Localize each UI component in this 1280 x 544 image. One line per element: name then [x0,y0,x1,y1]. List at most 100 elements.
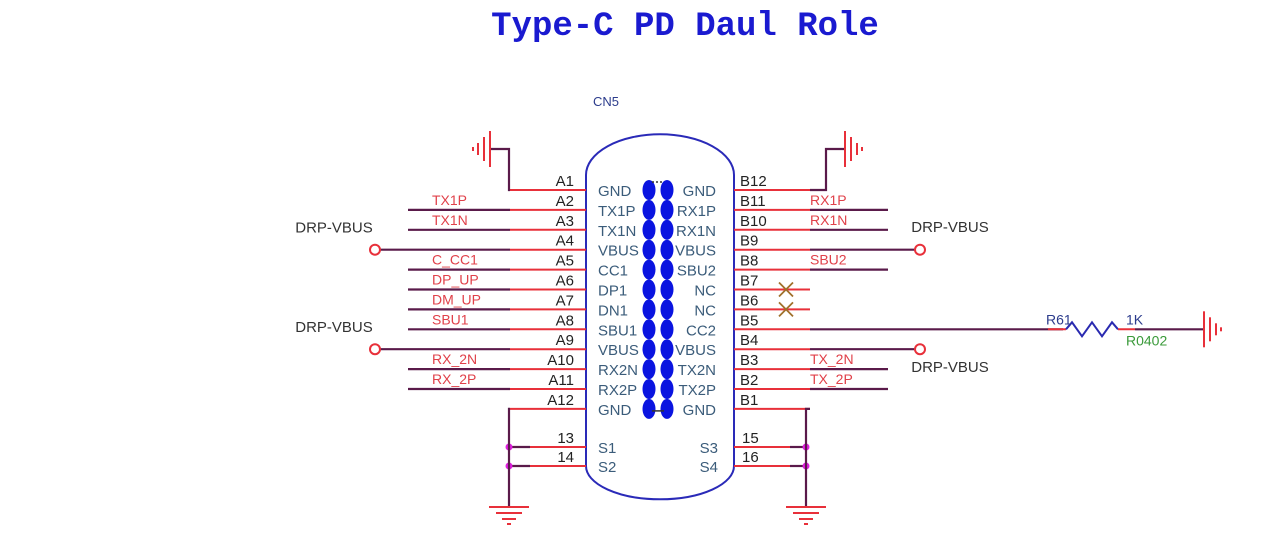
pin-name: CC1 [598,263,628,280]
gnd-wire [804,407,810,507]
pin-number: A4 [556,233,574,250]
bridge-pad-right [660,239,674,260]
bridge-pad-left [642,279,656,300]
net-label: DP_UP [432,272,479,288]
resistor-value: 1K [1126,311,1144,327]
pin-number: A11 [548,372,574,389]
bridge-pad-right [660,319,674,340]
shield-pin-number: 13 [557,430,574,447]
net-label: TX1P [432,192,467,208]
port-circle-icon [914,243,926,256]
bridge-pad-left [642,219,656,240]
shield-pin-name: S2 [598,459,616,476]
pin-number: B7 [740,273,758,290]
pin-number: B11 [740,193,766,210]
bridge-pad-left [642,398,656,419]
pin-number: A5 [556,253,574,270]
pin-name: RX1N [676,223,716,240]
pin-number: A9 [556,332,574,349]
pin-number: B5 [740,312,758,329]
pin-name: VBUS [598,243,639,260]
pin-name: GND [598,183,632,200]
shield-pin-number: 16 [742,449,759,466]
pin-number: A2 [556,193,574,210]
pin-name: GND [683,402,717,419]
pin-number: B8 [740,253,758,270]
bridge-pad-right [660,299,674,320]
shield-pin-name: S4 [700,459,718,476]
pin-name: DP1 [598,283,627,300]
port-label: DRP-VBUS [911,359,989,376]
pin-name: TX2N [678,362,716,379]
pin-name: NC [694,302,716,319]
bridge-pad-right [660,279,674,300]
port-label: DRP-VBUS [911,219,989,236]
port-circle-icon [369,243,381,256]
shield-pin-number: 14 [557,449,574,466]
pin-name: GND [598,402,632,419]
pin-number: A6 [556,273,574,290]
bridge-pad-left [642,239,656,260]
no-connect-icon [778,301,794,318]
port-circle-icon [369,343,381,356]
pin-number: A1 [556,173,574,190]
pin-name: SBU1 [598,322,637,339]
bridge-pad-right [660,398,674,419]
net-label: TX1N [432,212,468,228]
bridge-pad-right [660,180,674,200]
pin-name: TX1N [598,223,636,240]
pin-name: RX2P [598,382,637,399]
net-label: RX1N [810,212,847,228]
pin-name: DN1 [598,302,628,319]
net-label: RX_2P [432,371,476,387]
pin-number: B2 [740,372,758,389]
pin-name: CC2 [686,322,716,339]
pin-name: SBU2 [677,263,716,280]
resistor-footprint: R0402 [1126,332,1167,348]
connector-refdes: CN5 [593,94,619,109]
pin-number: B10 [740,213,767,230]
bridge-pad-right [660,359,674,380]
shield-pin-name: S3 [700,440,718,457]
bridge-pad-right [660,339,674,360]
pin-name: VBUS [675,243,716,260]
bridge-pad-left [642,180,656,200]
port-label: DRP-VBUS [295,220,373,237]
pin-number: A7 [556,292,574,309]
bridge-pad-left [642,359,656,380]
pin-number: A3 [556,213,574,230]
pin-name: VBUS [598,342,639,359]
gnd-wire [810,147,845,192]
pin-name: VBUS [675,342,716,359]
net-label: C_CC1 [432,252,478,268]
pin-name: RX1P [677,203,716,220]
resistor-icon [1065,320,1119,339]
bridge-pad-left [642,319,656,340]
port-circle-icon [914,343,926,356]
pin-number: B9 [740,233,758,250]
pin-name: GND [683,183,717,200]
pin-number: B12 [740,173,767,190]
pin-number: B4 [740,332,758,349]
bridge-pad-right [660,379,674,399]
pin-number: B3 [740,352,758,369]
no-connect-icon [778,281,794,298]
pin-name: TX2P [678,382,716,399]
pin-number: B6 [740,292,758,309]
pin-number: A8 [556,312,574,329]
bridge-pad-right [660,219,674,240]
net-label: RX1P [810,192,847,208]
bridge-pad-left [642,339,656,360]
pin-name: RX2N [598,362,638,379]
schematic-title: Type-C PD Daul Role [491,8,879,46]
pin-number: A10 [547,352,574,369]
bridge-pad-left [642,379,656,399]
pin-number: B1 [740,392,758,409]
bridge-pad-left [642,299,656,320]
net-label: TX_2P [810,371,853,387]
pin-number: A12 [547,392,574,409]
pin-name: TX1P [598,203,636,220]
gnd-wire [490,147,511,192]
resistor-refdes: R61 [1046,311,1072,327]
